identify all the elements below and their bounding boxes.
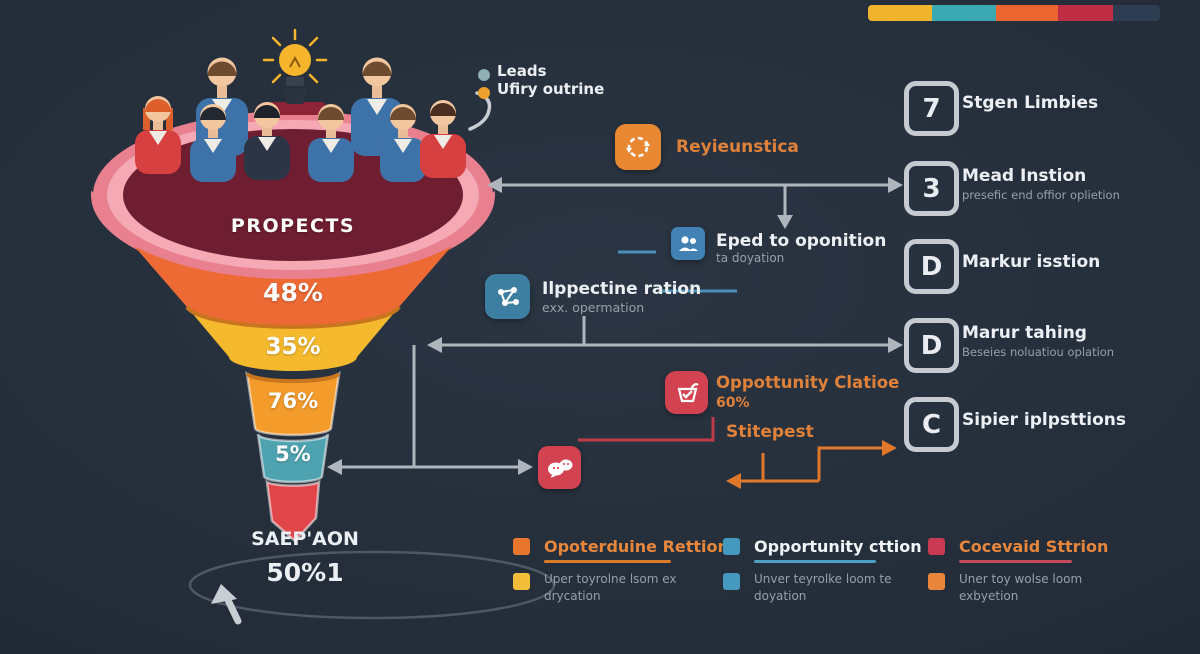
color-bar-segment [932, 5, 996, 21]
legend-title: Opoterduine Rettion [544, 537, 729, 556]
color-bar-segment [1113, 5, 1160, 21]
people-group [135, 28, 466, 182]
stage-label: Sipier iplpsttions [962, 410, 1126, 430]
stage-label: Marur tahing [962, 323, 1087, 343]
person [135, 96, 181, 174]
legend-underline [544, 560, 671, 563]
color-bar-segment [1058, 5, 1113, 21]
legend-title: Cocevaid Sttrion [959, 537, 1109, 556]
sync-icon [615, 124, 661, 170]
funnel-band-35 [187, 307, 399, 371]
idea-bulb-icon [262, 28, 328, 115]
stage-badge: 7 [904, 81, 959, 136]
person [190, 104, 236, 182]
flow-label-reyieunstica: Reyieunstica [676, 137, 799, 157]
funnel-stage-value: 76% [267, 389, 319, 413]
legend-swatch [513, 573, 530, 590]
flow-label-stitepest: Stitepest [726, 422, 814, 442]
legend-swatch [723, 538, 740, 555]
person [244, 102, 290, 180]
legend-label: Ufiry outrine [497, 80, 605, 98]
cart-icon [665, 371, 708, 414]
color-bar-segment [996, 5, 1058, 21]
funnel-caption-title: SAEP'AON [251, 528, 359, 550]
stage-badge: D [904, 318, 959, 373]
legend-swatch [928, 538, 945, 555]
funnel-top-label: PROPECTS [230, 215, 356, 237]
top-color-bar [868, 5, 1160, 21]
connectors [340, 183, 890, 469]
red-line [578, 417, 715, 442]
funnel-stage-value: 48% [263, 278, 323, 307]
orange-line [737, 446, 884, 483]
funnel-tip [265, 479, 321, 543]
accent-connectors [578, 250, 884, 483]
stage-badge: D [904, 239, 959, 294]
flow-sub-eped: ta doyation [716, 251, 785, 265]
funnel-band-5 [256, 433, 330, 484]
person [420, 100, 466, 178]
flow-sub-opportunity: 60% [716, 395, 750, 411]
person [308, 104, 354, 182]
legend-label: Leads [497, 62, 547, 80]
connector-arrowheads [327, 177, 903, 475]
legend-title: Opportunity cttion [754, 537, 922, 556]
stage-label: Mead Instion [962, 166, 1087, 186]
funnel-stage-value: 5% [275, 442, 311, 466]
legend-swatch [513, 538, 530, 555]
base-ellipse [188, 550, 556, 620]
network-icon [485, 274, 530, 319]
funnel-band-48 [122, 232, 464, 327]
chat-icon [538, 446, 581, 489]
funnel-band-divider [185, 305, 401, 329]
legend-sub: Uner toy wolse loom exbyetion [959, 572, 1083, 604]
flow-label-opportunity: Oppottunity Clatioe [716, 373, 900, 392]
accent-arrowheads [726, 440, 897, 489]
funnel-stage-value: 35% [265, 334, 321, 360]
flow-sub-ilppectine: exx. opermation [542, 300, 645, 315]
legend-dot [478, 84, 490, 103]
flow-label-eped: Eped to oponition [716, 231, 887, 251]
stage-label: Markur isstion [962, 252, 1101, 272]
person [380, 104, 426, 182]
stage-badge: 3 [904, 161, 959, 216]
stage-sublabel: presefic end offior oplietion [962, 188, 1120, 202]
legend-dot [478, 66, 490, 85]
people-icon [671, 227, 705, 260]
color-bar-segment [868, 5, 932, 21]
stage-sublabel: Beseies noluatiou oplation [962, 345, 1115, 359]
legend-underline [959, 560, 1072, 563]
hand-arrow-icon [211, 584, 242, 625]
flow-label-ilppectine: Ilppectine ration [542, 279, 702, 299]
legend-sub: Unver teyrolke loom te doyation [754, 572, 892, 604]
stage-label: Stgen Limbies [962, 93, 1099, 113]
funnel-lower-segments [245, 370, 341, 543]
legend-swatch [723, 573, 740, 590]
legend-sub: Uper toyrolne lsom ex drycation [544, 572, 677, 604]
funnel-caption-value: 50%1 [266, 558, 344, 587]
stage-badge: C [904, 397, 959, 452]
legend-swatch [928, 573, 945, 590]
legend-underline [754, 560, 876, 563]
